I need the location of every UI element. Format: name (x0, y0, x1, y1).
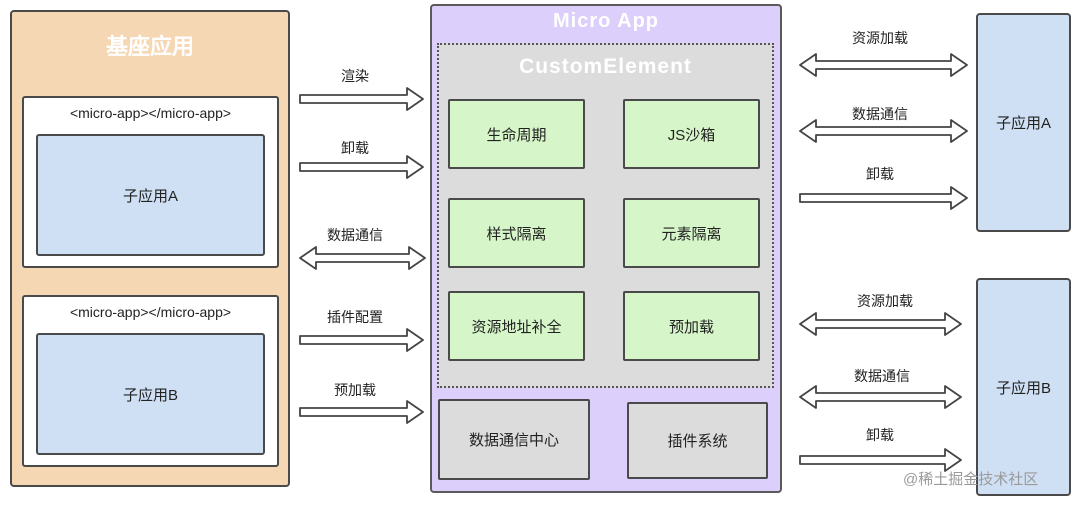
label-data-communication-a: 数据通信 (852, 106, 908, 122)
data-communication-center: 数据通信中心 (438, 399, 590, 480)
label-unload: 卸载 (341, 140, 369, 156)
arrow-unload-b (799, 448, 962, 472)
host-app-title: 基座应用 (105, 34, 194, 59)
arrow-data-communication-a (799, 119, 968, 143)
label-render: 渲染 (341, 68, 369, 84)
feature-resource-path-completion: 资源地址补全 (448, 291, 585, 361)
micro-app-title: Micro App (552, 9, 660, 32)
arrow-preload (299, 400, 424, 424)
micro-app-slot-a: <micro-app></micro-app> 子应用A (22, 96, 279, 268)
arrow-data-communication-left (299, 246, 426, 270)
watermark: @稀土掘金技术社区 (903, 471, 1039, 488)
arrow-render (299, 87, 424, 111)
feature-js-sandbox: JS沙箱 (623, 99, 760, 169)
plugin-system: 插件系统 (627, 402, 768, 479)
arrow-plugin-config (299, 328, 424, 352)
label-data-communication-b: 数据通信 (854, 368, 910, 384)
micro-app-tag-label: <micro-app></micro-app> (69, 304, 232, 320)
arrow-resource-load-b (799, 312, 962, 336)
label-unload-b: 卸载 (866, 427, 894, 443)
label-unload-a: 卸载 (866, 166, 894, 182)
arrow-unload (299, 155, 424, 179)
arrow-data-communication-b (799, 385, 962, 409)
micro-app-tag-label: <micro-app></micro-app> (69, 105, 232, 121)
subapp-b-box: 子应用B (976, 278, 1071, 496)
subapp-a-box: 子应用A (976, 13, 1071, 232)
feature-element-isolation: 元素隔离 (623, 198, 760, 268)
feature-preload: 预加载 (623, 291, 760, 361)
feature-style-isolation: 样式隔离 (448, 198, 585, 268)
label-resource-load-a: 资源加载 (852, 30, 908, 46)
feature-lifecycle: 生命周期 (448, 99, 585, 169)
embedded-subapp-a: 子应用A (36, 134, 265, 256)
label-resource-load-b: 资源加载 (857, 293, 913, 309)
arrow-unload-a (799, 186, 968, 210)
custom-element-title: CustomElement (519, 55, 692, 78)
arrow-resource-load-a (799, 53, 968, 77)
label-preload: 预加载 (334, 382, 376, 398)
micro-app-slot-b: <micro-app></micro-app> 子应用B (22, 295, 279, 467)
embedded-subapp-b: 子应用B (36, 333, 265, 455)
label-plugin-config: 插件配置 (327, 309, 383, 325)
label-data-communication: 数据通信 (327, 227, 383, 243)
